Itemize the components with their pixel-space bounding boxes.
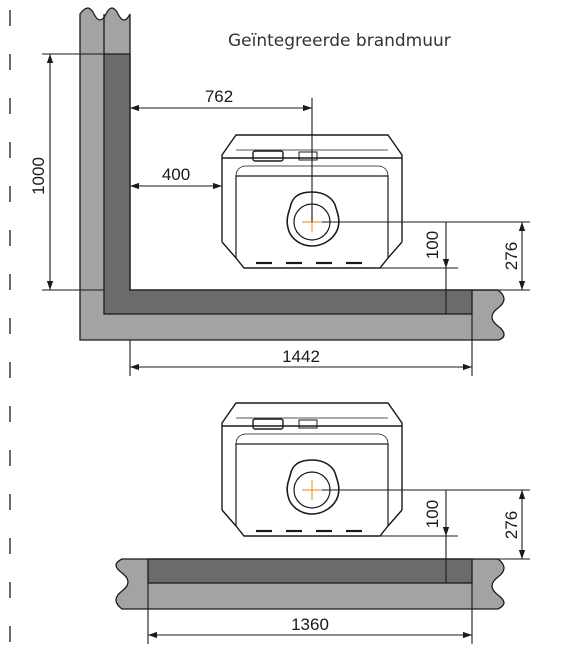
dim-center-offset: 762: [205, 87, 233, 106]
dim-center-height-bottom: 276: [502, 511, 521, 539]
straight-wall: [115, 558, 505, 610]
crosshair-bottom: [302, 480, 322, 500]
corner-wall: [79, 7, 505, 341]
stove-bottom-view: [221, 402, 403, 537]
dim-total-width-top: 1442: [282, 347, 320, 366]
dimension-lines-top: [42, 53, 530, 376]
dim-wall-height: 1000: [29, 157, 48, 195]
dim-base-height-bottom: 100: [423, 500, 442, 528]
dim-total-width-bottom: 1360: [291, 615, 329, 634]
dimension-lines-bottom: [147, 489, 530, 644]
dim-base-height-top: 100: [423, 231, 442, 259]
dim-center-height-top: 276: [502, 242, 521, 270]
dim-side-offset: 400: [162, 165, 190, 184]
fire-wall-bottom: [147, 558, 473, 584]
flue-outer-bottom: [286, 459, 340, 515]
diagram-title: Geïntegreerde brandmuur: [228, 31, 451, 51]
